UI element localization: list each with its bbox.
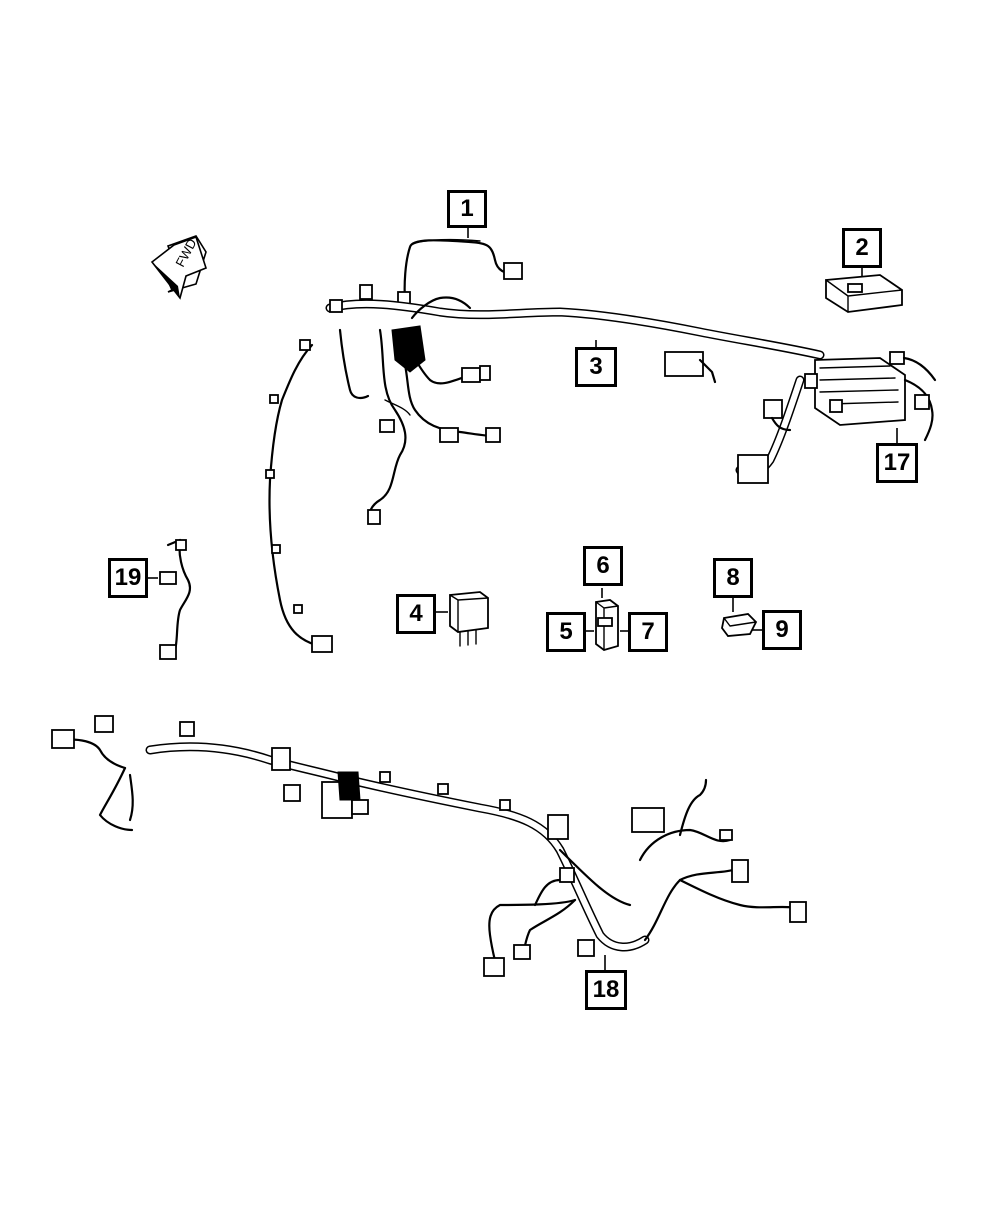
callout-1[interactable]: 1 [447, 190, 487, 228]
callout-8[interactable]: 8 [713, 558, 753, 598]
callout-6[interactable]: 6 [583, 546, 623, 586]
part-4-relay [435, 591, 489, 647]
part-5-6-7-fuse [586, 588, 628, 651]
callout-4[interactable]: 4 [396, 594, 436, 634]
part-3-main-harness [265, 284, 825, 653]
part-1-jumper-harness [397, 225, 523, 307]
part-8-9-clip [721, 598, 762, 637]
part-18-lower-harness [51, 715, 807, 977]
part-19-harness [148, 538, 192, 660]
part-2-cover [825, 268, 903, 313]
callout-7[interactable]: 7 [628, 612, 668, 652]
callout-3[interactable]: 3 [575, 347, 617, 387]
callout-5[interactable]: 5 [546, 612, 586, 652]
callout-9[interactable]: 9 [762, 610, 802, 650]
callout-19[interactable]: 19 [108, 558, 148, 598]
callout-2[interactable]: 2 [842, 228, 882, 268]
callout-17[interactable]: 17 [876, 443, 918, 483]
part-17-fuse-block [804, 351, 937, 445]
callout-18[interactable]: 18 [585, 970, 627, 1010]
fwd-arrow-icon: FWD [150, 235, 207, 300]
